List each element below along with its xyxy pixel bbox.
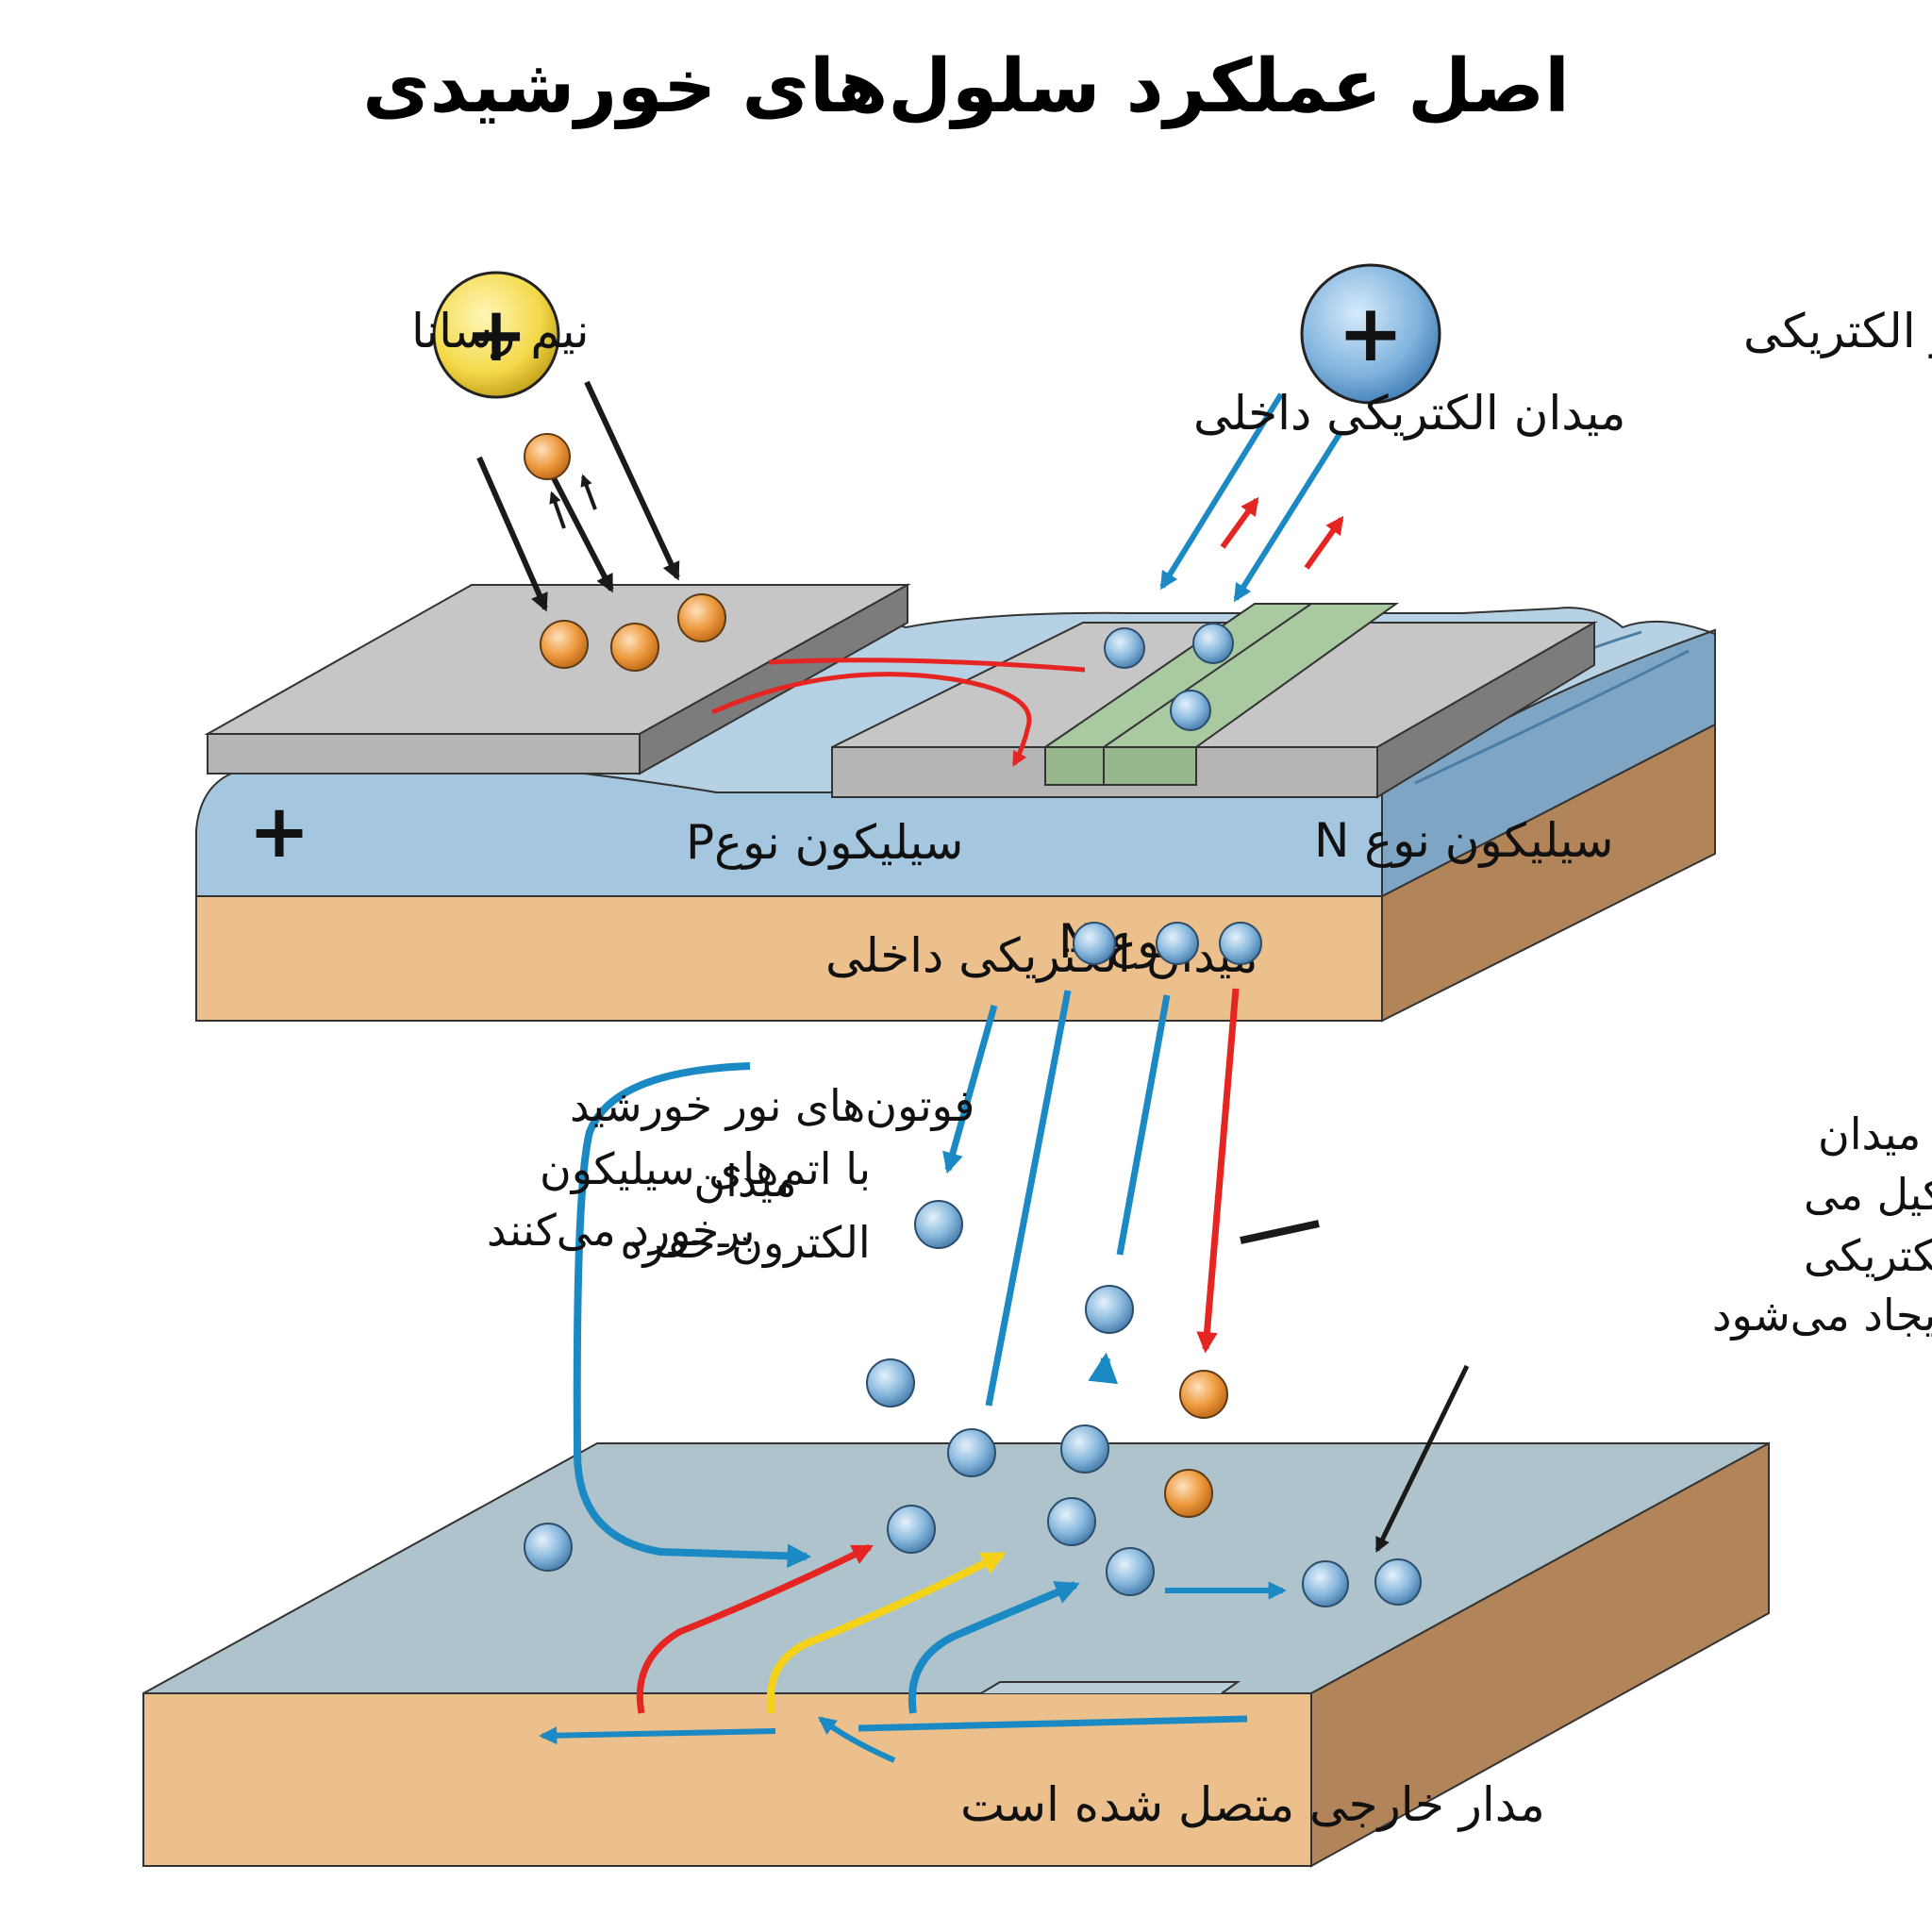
circuit-arrow-left xyxy=(539,1726,776,1745)
contact-strip-front xyxy=(1044,746,1197,786)
free-electrons-line-3: دهند، جریان الکتریکی xyxy=(1804,1230,1932,1282)
p-plate-front xyxy=(207,733,641,774)
photons-line-2: با اتم‌های سیلیکون xyxy=(540,1143,871,1195)
electron-particle xyxy=(1060,1424,1109,1474)
eh-field-line-1: میدان xyxy=(693,1156,796,1207)
descend-blue-line-3 xyxy=(1116,994,1171,1256)
semiconductor-charge: + xyxy=(432,271,560,399)
plus-icon: + xyxy=(1338,287,1404,379)
electron-particle xyxy=(1374,1558,1422,1606)
slab-notch xyxy=(980,1681,1241,1694)
descend-blue-line-2 xyxy=(985,990,1072,1407)
page-title: اصل عملکرد سلول‌های خورشیدی xyxy=(362,44,1570,129)
slab-blue-arrow xyxy=(908,1581,1080,1714)
photon-arrow-3 xyxy=(584,380,680,581)
outgoing-red-arrow-1 xyxy=(1220,496,1259,549)
slab-yellow-arrow xyxy=(767,1551,1007,1714)
n-type-label: سیلیکون نوع N xyxy=(1314,813,1614,868)
slab-red-arrow xyxy=(636,1543,874,1714)
top-cell-block: + سیلیکون نوعP سیلیکون نوع N میدان الکتر… xyxy=(195,583,1716,1023)
descend-red-arrow xyxy=(1196,988,1240,1354)
hole-hint-arrow xyxy=(1088,1352,1119,1385)
red-field-arrow-1 xyxy=(768,658,1086,673)
bottom-slab: مدار خارجی متصل شده است xyxy=(142,1441,1770,1868)
contact-strip-divider-top xyxy=(1103,603,1312,748)
electric-charge-ball xyxy=(1300,263,1441,405)
electron-particle xyxy=(1302,1560,1349,1607)
electron-hole-field-caption: میدان الکترون-حفره xyxy=(620,1156,870,1269)
plus-icon: + xyxy=(464,291,527,378)
electron-particle xyxy=(866,1358,915,1407)
pointer-line xyxy=(1240,1220,1320,1244)
internal-field-label: میدان الکتریکی داخلی xyxy=(1193,386,1625,441)
eh-field-line-2: الکترون-حفره xyxy=(620,1217,870,1269)
electron-particle xyxy=(947,1428,996,1477)
electron-particle xyxy=(887,1505,936,1554)
hole-particle xyxy=(540,620,589,669)
photons-line-1: فوتون‌های نور خورشید xyxy=(570,1080,974,1132)
p-plus-sign: + xyxy=(248,790,309,874)
electron-particle xyxy=(1170,690,1211,731)
p-type-label: سیلیکون نوعP xyxy=(686,815,963,870)
electron-particle xyxy=(1104,627,1145,669)
slab-side xyxy=(1310,1441,1770,1868)
current-pointer-arrow xyxy=(1374,1364,1470,1553)
electron-particle xyxy=(1192,623,1234,664)
photons-caption: فوتون‌های نور خورشید با اتم‌های سیلیکون … xyxy=(487,1080,974,1257)
semiconductor-plus-ball xyxy=(432,271,560,399)
electron-particle xyxy=(1085,1285,1134,1334)
free-electrons-caption: الکترون‌های آزاد، میدان الکتریکی را تشکی… xyxy=(1712,1108,1932,1341)
photons-line-3: برخورد می‌کنند xyxy=(487,1205,756,1257)
red-field-arrow-2 xyxy=(710,672,1032,767)
descend-blue-arrow-1 xyxy=(942,1005,998,1174)
electric-charge: + xyxy=(1300,263,1441,405)
hole-particle xyxy=(610,623,659,672)
hole-particle xyxy=(1179,1370,1228,1419)
free-electrons-line-2: الکتریکی را تشکیل می xyxy=(1804,1169,1932,1221)
electron-particle xyxy=(1219,922,1262,965)
incoming-blue-arrow-2 xyxy=(1233,432,1342,603)
incoming-blue-arrow-1 xyxy=(1159,392,1284,591)
circuit-line-right xyxy=(858,1715,1248,1732)
electron-particle xyxy=(914,1200,963,1249)
circuit-hook-arrow xyxy=(817,1716,896,1763)
semiconductor-label: نیم رسانا xyxy=(411,304,590,358)
hole-particle xyxy=(677,593,726,642)
external-circuit-label: مدار خارجی متصل شده است xyxy=(960,1777,1545,1832)
hole-particle xyxy=(1164,1469,1213,1518)
free-electrons-line-4: ایجاد می‌شود xyxy=(1712,1290,1932,1341)
photon-arrow-1 xyxy=(476,456,548,612)
reflect-arrow-1 xyxy=(549,491,566,529)
electron-particle xyxy=(1156,922,1199,965)
electron-particle xyxy=(1047,1497,1096,1546)
hole-particle xyxy=(524,433,571,480)
reflect-arrow-2 xyxy=(580,474,597,510)
free-electrons-line-1: الکترون‌های آزاد، میدان xyxy=(1818,1108,1932,1160)
outgoing-red-arrow-2 xyxy=(1304,515,1344,570)
electric-charge-label: بار الکتریکی xyxy=(1743,304,1932,358)
photon-path-arrow xyxy=(573,1062,812,1569)
electron-particle xyxy=(1106,1547,1155,1596)
electron-particle xyxy=(524,1523,573,1572)
electron-particle xyxy=(1073,922,1116,965)
